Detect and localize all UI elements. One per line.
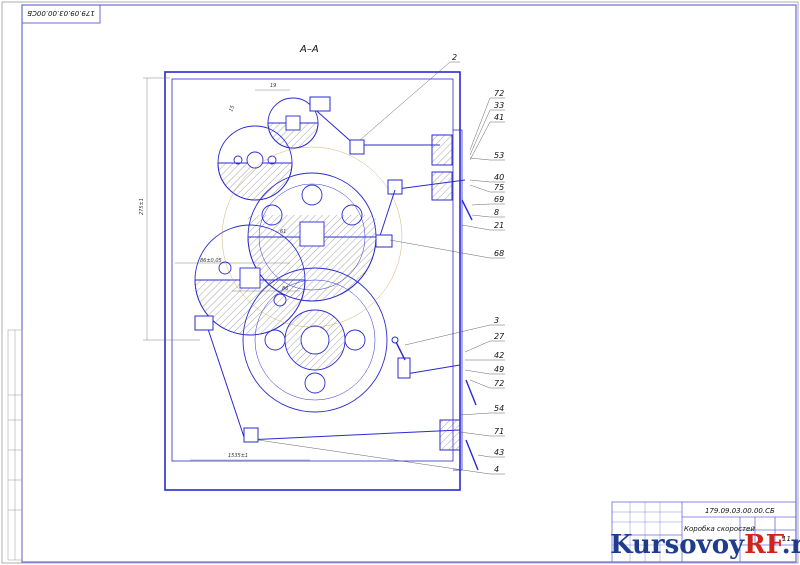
drawing-frame [21,4,797,563]
title-designation: 179.09.03.00.00.СБ [705,507,775,515]
leader-label-19: 43 [494,448,504,457]
leader-label-6: 40 [494,173,504,182]
leader-label-16: 72 [494,379,504,388]
title-name: Коробка скоростей [684,525,755,533]
gear-train [194,97,403,413]
shift-mechanism [194,96,479,471]
gearbox-housing [164,71,463,491]
dim-d4: 86±0,05 [200,258,222,264]
dim-d2: 15 [228,105,236,113]
leader-label-20: 4 [494,465,499,474]
leader-lines [257,61,505,475]
leader-label-7: 75 [494,183,504,192]
watermark-logo: KursovoyRF.ru [610,530,800,560]
leader-label-3: 33 [494,101,504,110]
leader-label-10: 21 [494,221,504,230]
dim-bottom: 1535±1 [228,453,248,459]
title-sheet: 11 [782,535,791,543]
leader-label-8: 69 [494,195,504,204]
leader-label-18: 71 [494,427,504,436]
leader-label-15: 49 [494,365,504,374]
leader-label-2: 72 [494,89,504,98]
leader-label-17: 54 [494,404,504,413]
dim-height: 275±1 [139,198,145,215]
leader-label-14: 42 [494,351,504,360]
leader-label-12: 3 [494,316,499,325]
leader-label-5: 53 [494,151,504,160]
stamp-box: 179.09.03.00.00СБ [21,4,101,24]
stamp-code: 179.09.03.00.00СБ [27,9,95,17]
gear-bottom-large [242,267,388,413]
leader-label-4: 41 [494,113,504,122]
section-label: A–A [299,44,319,55]
leader-label-1: 2 [452,53,457,62]
leader-label-11: 68 [494,249,504,258]
dim-d1: 19 [270,83,276,89]
position-labels: 2 72 33 41 53 40 75 69 8 21 68 3 27 42 4… [452,53,505,474]
leader-label-13: 27 [494,332,505,341]
leader-label-9: 8 [494,208,499,217]
title-block [611,501,797,563]
left-margin-strip [7,329,23,561]
